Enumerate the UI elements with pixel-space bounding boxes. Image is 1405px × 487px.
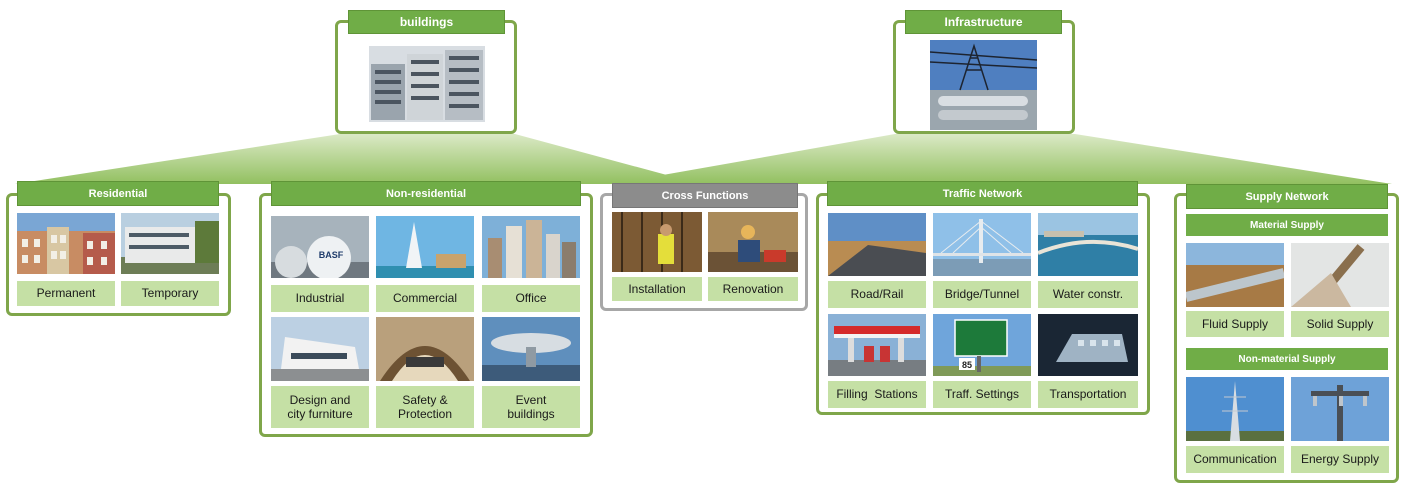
fan-buildings bbox=[15, 134, 700, 184]
energy-supply-photo bbox=[1291, 377, 1389, 441]
commercial-label: Commercial bbox=[376, 285, 474, 312]
temporary-photo bbox=[121, 213, 219, 274]
permanent-label: Permanent bbox=[17, 281, 115, 306]
tile-industrial: BASF Industrial bbox=[271, 216, 369, 312]
water-constr-label: Water constr. bbox=[1038, 281, 1138, 308]
transportation-photo bbox=[1038, 314, 1138, 376]
tile-temporary: Temporary bbox=[121, 213, 219, 306]
supply-network-header: Supply Network bbox=[1186, 184, 1388, 209]
tile-communication: Communication bbox=[1186, 377, 1284, 473]
filling-stations-label: Filling Stations bbox=[828, 381, 926, 408]
safety-photo bbox=[376, 317, 474, 381]
tile-office: Office bbox=[482, 216, 580, 312]
fluid-supply-label: Fluid Supply bbox=[1186, 311, 1284, 337]
material-supply-header: Material Supply bbox=[1186, 214, 1388, 236]
tile-road-rail: Road/Rail bbox=[828, 213, 926, 308]
traff-settings-label: Traff. Settings bbox=[933, 381, 1031, 408]
tile-commercial: Commercial bbox=[376, 216, 474, 312]
event-photo bbox=[482, 317, 580, 381]
installation-photo bbox=[612, 212, 702, 272]
tile-installation: Installation bbox=[612, 212, 702, 301]
communication-photo bbox=[1186, 377, 1284, 441]
office-label: Office bbox=[482, 285, 580, 312]
event-label: Event buildings bbox=[482, 386, 580, 428]
tile-transportation: Transportation bbox=[1038, 314, 1138, 408]
residential-header: Residential bbox=[17, 181, 219, 206]
tile-renovation: Renovation bbox=[708, 212, 798, 301]
safety-label: Safety & Protection bbox=[376, 386, 474, 428]
road-rail-photo bbox=[828, 213, 926, 276]
fluid-supply-photo bbox=[1186, 243, 1284, 307]
industrial-photo: BASF bbox=[271, 216, 369, 278]
bridge-tunnel-photo bbox=[933, 213, 1031, 276]
road-rail-label: Road/Rail bbox=[828, 281, 926, 308]
communication-label: Communication bbox=[1186, 446, 1284, 473]
design-photo bbox=[271, 317, 369, 381]
tile-safety-protection: Safety & Protection bbox=[376, 317, 474, 428]
infrastructure-header: Infrastructure bbox=[905, 10, 1062, 34]
solid-supply-photo bbox=[1291, 243, 1389, 307]
tile-filling-stations: Filling Stations bbox=[828, 314, 926, 408]
tile-bridge-tunnel: Bridge/Tunnel bbox=[933, 213, 1031, 308]
tile-energy-supply: Energy Supply bbox=[1291, 377, 1389, 473]
water-constr-photo bbox=[1038, 213, 1138, 276]
tile-traff-settings: 85 Traff. Settings bbox=[933, 314, 1031, 408]
tile-fluid-supply: Fluid Supply bbox=[1186, 243, 1284, 337]
renovation-label: Renovation bbox=[708, 277, 798, 301]
bridge-tunnel-label: Bridge/Tunnel bbox=[933, 281, 1031, 308]
tile-solid-supply: Solid Supply bbox=[1291, 243, 1389, 337]
industrial-label: Industrial bbox=[271, 285, 369, 312]
permanent-photo bbox=[17, 213, 115, 274]
temporary-label: Temporary bbox=[121, 281, 219, 306]
infrastructure-photo bbox=[930, 40, 1037, 130]
filling-stations-photo bbox=[828, 314, 926, 376]
non-residential-header: Non-residential bbox=[271, 181, 581, 206]
tile-design-city-furniture: Design and city furniture bbox=[271, 317, 369, 428]
tile-permanent: Permanent bbox=[17, 213, 115, 306]
transportation-label: Transportation bbox=[1038, 381, 1138, 408]
non-material-supply-header: Non-material Supply bbox=[1186, 348, 1388, 370]
solid-supply-label: Solid Supply bbox=[1291, 311, 1389, 337]
sign-number: 85 bbox=[962, 360, 972, 370]
traffic-network-header: Traffic Network bbox=[827, 181, 1138, 206]
energy-supply-label: Energy Supply bbox=[1291, 446, 1389, 473]
renovation-photo bbox=[708, 212, 798, 272]
buildings-photo bbox=[369, 46, 485, 122]
commercial-photo bbox=[376, 216, 474, 278]
office-photo bbox=[482, 216, 580, 278]
cross-functions-header: Cross Functions bbox=[612, 183, 798, 208]
fan-infrastructure bbox=[612, 134, 1392, 184]
tile-event-buildings: Event buildings bbox=[482, 317, 580, 428]
basf-text: BASF bbox=[319, 250, 344, 260]
installation-label: Installation bbox=[612, 277, 702, 301]
traff-settings-photo: 85 bbox=[933, 314, 1031, 376]
tile-water-constr: Water constr. bbox=[1038, 213, 1138, 308]
design-label: Design and city furniture bbox=[271, 386, 369, 428]
buildings-header: buildings bbox=[348, 10, 505, 34]
